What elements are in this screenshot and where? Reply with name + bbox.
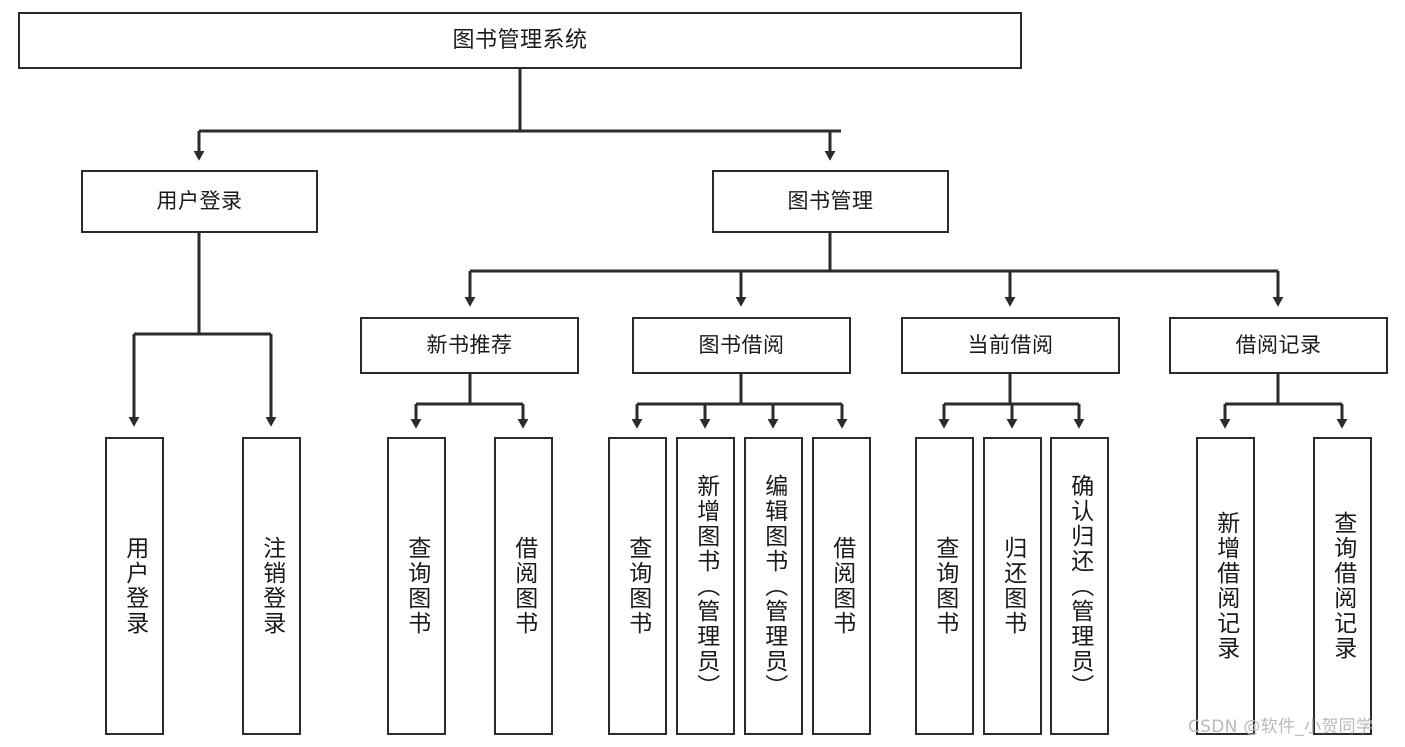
node-label: 借阅图书 — [828, 536, 855, 636]
node-label: 新书推荐 — [426, 333, 513, 358]
node-user-login[interactable]: 用户登录 — [81, 170, 318, 233]
node-label: 归还图书 — [999, 536, 1026, 636]
node-label: 查询图书 — [624, 536, 651, 636]
leaf-borrow-edit-book-admin[interactable]: 编辑图书（管理员） — [744, 437, 803, 735]
node-book-management[interactable]: 图书管理 — [712, 170, 949, 233]
node-book-borrow[interactable]: 图书借阅 — [632, 317, 851, 374]
leaf-user-login-signout[interactable]: 注销登录 — [242, 437, 301, 735]
node-label: 注销登录 — [258, 536, 285, 636]
leaf-new-book-borrow[interactable]: 借阅图书 — [494, 437, 553, 735]
node-label: 查询借阅记录 — [1329, 511, 1356, 661]
node-label: 借阅记录 — [1235, 333, 1322, 358]
leaf-borrow-add-book-admin[interactable]: 新增图书（管理员） — [676, 437, 735, 735]
node-borrow-records[interactable]: 借阅记录 — [1169, 317, 1388, 374]
node-label: 用户登录 — [156, 189, 243, 214]
leaf-current-query-book[interactable]: 查询图书 — [915, 437, 974, 735]
node-root-system[interactable]: 图书管理系统 — [18, 12, 1022, 69]
node-label: 用户登录 — [121, 536, 148, 636]
csdn-watermark: CSDN @软件_小贺同学 — [1188, 717, 1374, 737]
leaf-new-book-query[interactable]: 查询图书 — [387, 437, 446, 735]
node-label: 查询图书 — [931, 536, 958, 636]
leaf-current-return-book[interactable]: 归还图书 — [983, 437, 1042, 735]
node-label: 新增图书（管理员） — [692, 473, 719, 699]
leaf-borrow-query-book[interactable]: 查询图书 — [608, 437, 667, 735]
node-label: 新增借阅记录 — [1212, 511, 1239, 661]
leaf-records-query-record[interactable]: 查询借阅记录 — [1313, 437, 1372, 735]
node-label: 编辑图书（管理员） — [760, 473, 787, 699]
leaf-user-login-signin[interactable]: 用户登录 — [105, 437, 164, 735]
node-label: 图书管理 — [787, 189, 874, 214]
node-label: 当前借阅 — [967, 333, 1054, 358]
node-new-book-recommend[interactable]: 新书推荐 — [360, 317, 579, 374]
leaf-current-confirm-return-admin[interactable]: 确认归还（管理员） — [1050, 437, 1109, 735]
node-label: 借阅图书 — [510, 536, 537, 636]
node-current-borrow[interactable]: 当前借阅 — [901, 317, 1120, 374]
node-label: 图书管理系统 — [452, 27, 588, 53]
node-label: 确认归还（管理员） — [1066, 473, 1093, 699]
node-label: 查询图书 — [403, 536, 430, 636]
node-label: 图书借阅 — [698, 333, 785, 358]
leaf-borrow-borrow-book[interactable]: 借阅图书 — [812, 437, 871, 735]
leaf-records-add-record[interactable]: 新增借阅记录 — [1196, 437, 1255, 735]
